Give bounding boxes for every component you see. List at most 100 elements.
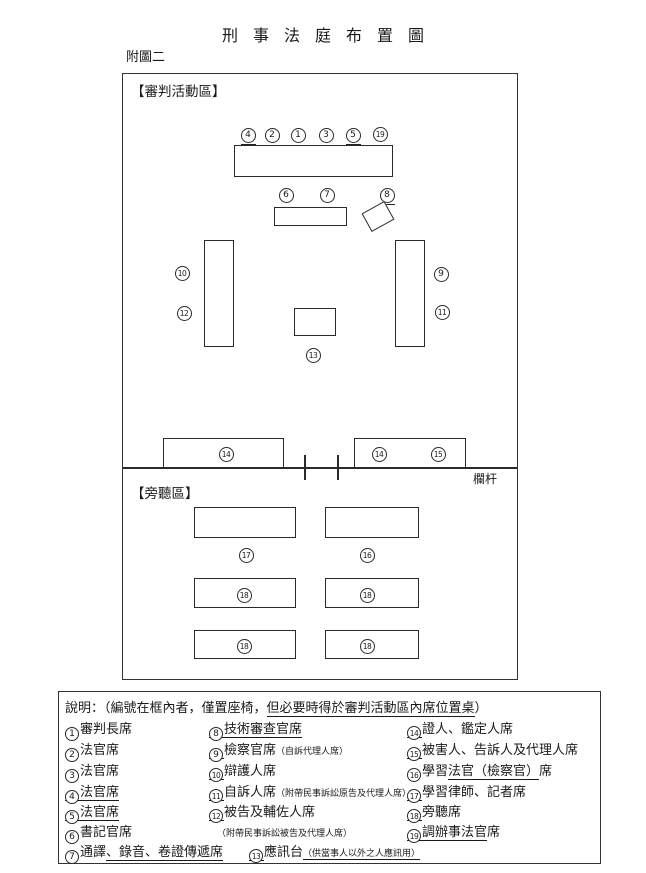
judge-bench	[234, 145, 393, 177]
legend-item-text: 席	[487, 824, 501, 839]
seat-number-18-row2-right: 18	[359, 585, 375, 603]
circled-number: 3	[65, 768, 79, 783]
seat-number-18-row3-left: 18	[236, 636, 252, 654]
circled-number: 5	[345, 128, 361, 143]
circled-number: 4	[240, 128, 256, 143]
circled-number: 1	[65, 726, 79, 741]
seat-number-13: 13	[305, 345, 321, 363]
underline-group: 15	[407, 742, 422, 761]
circled-number: 8	[379, 188, 395, 203]
circled-number: 10	[174, 266, 190, 281]
circled-number: 6	[65, 829, 79, 844]
gallery-bench-row3-left	[194, 630, 296, 659]
seat-number-14-right: 14	[371, 444, 387, 462]
testimony-stand	[294, 308, 336, 336]
legend-item-text: 席	[539, 763, 553, 778]
seat-number-1: 1	[290, 124, 306, 143]
circled-number: 18	[359, 588, 375, 603]
gate-post-left	[304, 455, 306, 480]
legend-item-text: 審判長席	[80, 721, 133, 736]
circled-number: 18	[359, 639, 375, 654]
underline-mark: 5	[345, 124, 361, 145]
legend-item-note: （附帶民事訴訟被告及代理人席）	[217, 828, 353, 838]
seat-number-5: 5	[345, 124, 361, 145]
circled-number: 19	[407, 828, 421, 843]
underline-group: 9	[209, 742, 224, 762]
seat-number-6: 6	[278, 184, 294, 203]
underline-mark: 8	[379, 184, 395, 205]
legend-item-text: 被害人、告訴人及代理人席	[422, 742, 579, 757]
seat-number-17: 17	[238, 545, 254, 563]
legend-item-text: 被告及輔佐人席	[224, 804, 316, 819]
seat-number-12: 12	[176, 303, 192, 321]
circled-number: 7	[319, 188, 335, 203]
circled-number: 3	[318, 128, 334, 143]
legend-item-text: 自訴人席	[224, 784, 277, 799]
legend-item-text: 調辦事法官	[422, 824, 488, 839]
circled-number: 6	[278, 188, 294, 203]
legend-item-text: 法官席	[80, 763, 120, 778]
gallery-area-label: 【旁聽區】	[131, 486, 199, 501]
seat-number-4: 4	[240, 124, 256, 145]
legend-item-text: 書記官席	[80, 824, 133, 839]
circled-number: 11	[209, 788, 223, 803]
railing-line	[123, 467, 517, 469]
circled-number: 4	[65, 789, 79, 804]
circled-number: 14	[218, 447, 234, 462]
underline-group: 18	[407, 804, 422, 823]
underline-group: 10	[209, 763, 224, 782]
circled-number: 5	[65, 809, 79, 824]
seat-number-19: 19	[372, 124, 388, 142]
seat-number-18-row2-left: 18	[236, 585, 252, 603]
circled-number: 18	[236, 639, 252, 654]
circled-number: 15	[430, 447, 446, 462]
circled-number: 1	[290, 128, 306, 143]
circled-number: 7	[65, 849, 79, 864]
gate-post-right	[337, 455, 339, 480]
circled-number: 13	[305, 348, 321, 363]
railing-label: 欄杆	[473, 472, 498, 486]
legend-item-text: 旁聽席	[422, 804, 462, 819]
circled-number: 14	[371, 447, 387, 462]
gallery-bench-row1-right	[325, 507, 419, 538]
underline-group: 11	[209, 784, 224, 803]
tech-officer-desk	[361, 201, 395, 232]
legend-item-text: 法官席	[80, 804, 120, 819]
circled-number: 8	[209, 726, 223, 741]
seat-number-2: 2	[264, 124, 280, 143]
courtroom-diagram: 【審判活動區】 4 2 1 3 5 19 6 7 8 10 12 9 11 13…	[122, 73, 518, 680]
legend-item-note: （附帶民事訴訟原告及代理人席）	[276, 788, 412, 798]
legend-item-12-note: （附帶民事訴訟被告及代理人席）	[217, 824, 352, 840]
circled-number: 13	[249, 848, 263, 863]
circled-number: 16	[359, 548, 375, 563]
legend-item-text: 技術審查官席	[224, 721, 303, 736]
circled-number: 9	[209, 747, 223, 762]
legend-item-text: 檢察官席	[224, 742, 277, 757]
seat-number-8: 8	[379, 184, 395, 205]
underline-group: 13	[249, 844, 264, 863]
left-side-table	[204, 240, 234, 347]
legend-item-text: 學習	[422, 763, 449, 778]
seat-number-18-row3-right: 18	[359, 636, 375, 654]
circled-number: 12	[176, 306, 192, 321]
